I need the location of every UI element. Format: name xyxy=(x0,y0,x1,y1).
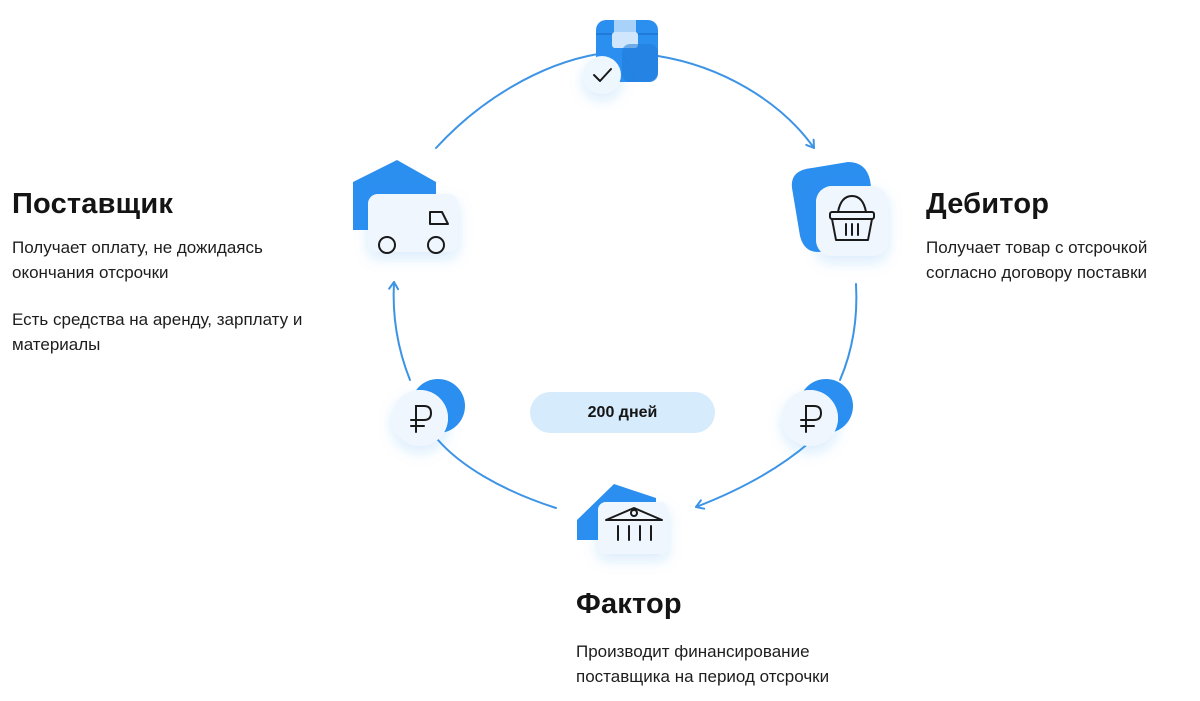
supplier-benefit-funds: Есть средства на аренду, зарплату и мате… xyxy=(12,310,303,354)
supplier-title: Поставщик xyxy=(12,188,174,220)
cycle-arrows xyxy=(388,53,858,510)
factor-title: Фактор xyxy=(576,588,682,620)
ruble-icon-right xyxy=(782,379,853,446)
duration-badge: 200 дней xyxy=(530,392,715,433)
debtor-title: Дебитор xyxy=(926,188,1050,220)
arrow-truck-to-box xyxy=(435,53,599,149)
arrow-ruble-to-factor xyxy=(695,441,811,510)
factor-description: Производит финансирование поставщика на … xyxy=(576,642,830,686)
truck-icon xyxy=(353,160,458,254)
arrow-debtor-to-ruble xyxy=(839,283,858,381)
factor-block: Фактор Производит финансирование поставщ… xyxy=(576,588,906,689)
debtor-description: Получает товар с отсрочкой согласно дого… xyxy=(926,238,1148,282)
ruble-icon-left xyxy=(392,379,465,446)
arrow-factor-to-ruble xyxy=(437,439,557,509)
delivered-box-icon xyxy=(583,20,658,94)
basket-icon xyxy=(791,162,888,256)
supplier-benefit-payment: Получает оплату, не дожидаясь окончания … xyxy=(12,238,263,282)
arrow-ruble-to-truck xyxy=(388,281,411,381)
arrow-box-to-debtor xyxy=(657,55,815,149)
bank-icon xyxy=(577,484,668,554)
supplier-block: Поставщик Получает оплату, не дожидаясь … xyxy=(12,188,312,357)
debtor-block: Дебитор Получает товар с отсрочкой согла… xyxy=(926,188,1200,285)
